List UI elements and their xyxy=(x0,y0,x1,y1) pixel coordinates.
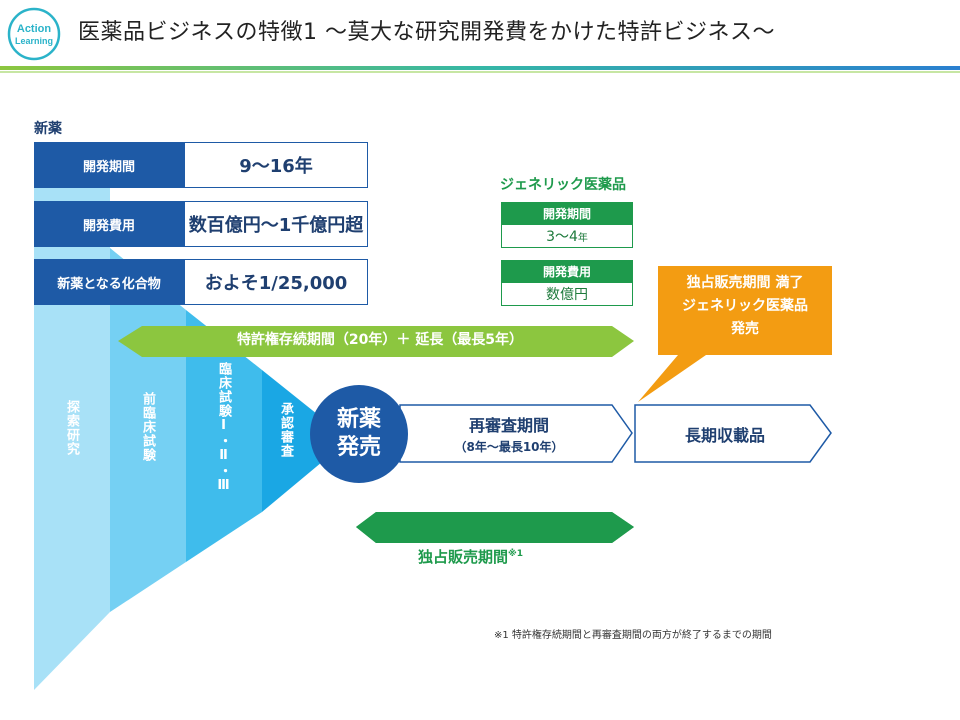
exclusive-period-label: 独占販売期間 xyxy=(418,548,509,566)
page-title: 医薬品ビジネスの特徴1 ～莫大な研究開発費をかけた特許ビジネス～ xyxy=(78,20,775,45)
generic-title: ジェネリック医薬品 xyxy=(500,177,626,193)
callout-line2: ジェネリック医薬品 xyxy=(682,298,808,314)
phase-approval-shape xyxy=(262,370,322,512)
generic-period-label: 開発期間 xyxy=(501,202,633,224)
compound-ratio-value: およそ1/25,000 xyxy=(184,259,368,305)
dev-period-label: 開発期間 xyxy=(34,142,184,188)
dev-period-value: 9～16年 xyxy=(184,142,368,188)
exclusive-period-text: 独占販売期間※1 xyxy=(418,546,523,567)
header-divider xyxy=(0,66,960,73)
exclusive-period-mark: ※1 xyxy=(508,549,524,559)
long-listed-arrow-shape xyxy=(634,404,832,463)
footnote: ※1 特許権存続期間と再審査期間の両方が終了するまでの期間 xyxy=(494,630,772,641)
reexam-text: 再審査期間 （8年～最長10年） xyxy=(404,412,614,455)
dev-cost-value: 数百億円～1千億円超 xyxy=(184,201,368,247)
patent-period-text: 特許権存続期間（20年）＋ 延長（最長5年） xyxy=(236,332,524,348)
exclusive-arrow-body xyxy=(356,512,634,543)
generic-cost-value: 数億円 xyxy=(501,282,633,306)
action-learning-logo: Action Learning xyxy=(7,7,61,61)
callout-line3: 発売 xyxy=(731,321,759,337)
logo-text-top: Action xyxy=(17,23,52,35)
launch-line1: 新薬 xyxy=(336,407,381,432)
new-drug-label: 新薬 xyxy=(34,121,62,137)
launch-line2: 発売 xyxy=(336,435,381,460)
phase-exploration-shape xyxy=(34,188,110,690)
phase-exploration-label: 探索研究 xyxy=(64,400,79,456)
logo-text-bottom: Learning xyxy=(15,36,53,46)
callout-text: 独占販売期間 満了 ジェネリック医薬品 発売 xyxy=(658,272,832,341)
phase-clinical-label: 臨床試験Ⅰ・Ⅱ・Ⅲ xyxy=(216,362,231,494)
long-listed-text: 長期収載品 xyxy=(684,426,765,445)
dev-cost-label: 開発費用 xyxy=(34,201,184,247)
phase-preclinical-label: 前臨床試験 xyxy=(140,392,155,462)
reexam-title: 再審査期間 xyxy=(468,416,549,435)
generic-period-number: 3～4 xyxy=(546,229,578,245)
generic-cost-label: 開発費用 xyxy=(501,260,633,282)
generic-period-unit: 年 xyxy=(577,232,588,244)
compound-ratio-label: 新薬となる化合物 xyxy=(34,259,184,305)
phase-approval-label: 承認審査 xyxy=(278,402,293,458)
phase-clinical-shape xyxy=(186,310,262,562)
callout-line1: 独占販売期間 満了 xyxy=(686,275,804,291)
patent-period-arrow xyxy=(118,326,634,357)
reexam-sub: （8年～最長10年） xyxy=(454,440,564,454)
launch-text: 新薬 発売 xyxy=(310,406,408,462)
launch-circle xyxy=(310,385,408,483)
callout-shape xyxy=(638,266,832,402)
